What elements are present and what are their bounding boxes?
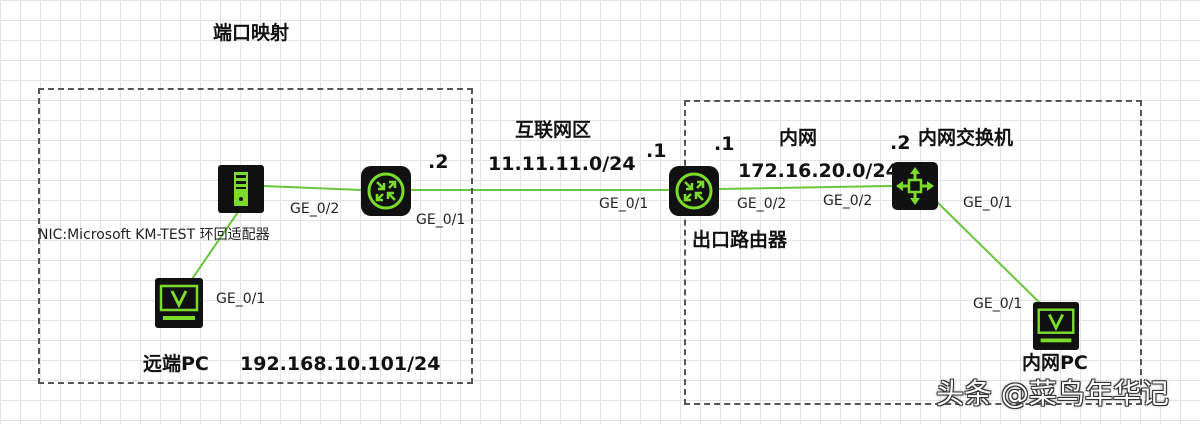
switch-icon <box>892 162 938 210</box>
pc-monitor-icon <box>155 278 203 328</box>
exit-router-ip-suffix-left: .1 <box>646 140 667 162</box>
remote-pc-ip: 192.168.10.101/24 <box>240 353 441 375</box>
remote-pc-port-label: GE_0/1 <box>216 291 266 307</box>
remote-router-node[interactable] <box>361 166 411 220</box>
lan-pc-port-label: GE_0/1 <box>973 296 1023 312</box>
internet-subnet-label: 11.11.11.0/24 <box>488 153 636 175</box>
lan-pc-node[interactable] <box>1032 302 1080 354</box>
lan-switch-label: 内网交换机 <box>918 127 1014 149</box>
remote-zone <box>38 88 473 384</box>
link-switch-lan-pc <box>934 199 1046 309</box>
switch-port-ge01: GE_0/1 <box>963 195 1013 211</box>
exit-router-label: 出口路由器 <box>692 229 788 251</box>
router-icon <box>669 166 719 216</box>
lan-switch-ip-suffix: .2 <box>890 132 911 154</box>
remote-pc-node[interactable] <box>155 278 203 332</box>
link-server-remote-pc <box>189 211 239 283</box>
exit-router-node[interactable] <box>669 166 719 220</box>
server-icon <box>218 165 264 213</box>
lan-zone <box>684 100 1142 405</box>
server-node[interactable] <box>218 165 264 217</box>
remote-router-ip-suffix: .2 <box>428 151 449 173</box>
exit-router-ip-suffix-right: .1 <box>714 133 735 155</box>
diagram-title: 端口映射 <box>213 22 290 44</box>
router-icon <box>361 166 411 216</box>
lan-pc-label: 内网PC <box>1022 352 1088 374</box>
remote-router-port-label: GE_0/1 <box>416 212 466 228</box>
lan-subnet-label: 172.16.20.0/24 <box>738 160 899 182</box>
lan-zone-label: 内网 <box>779 127 818 149</box>
pc-monitor-icon <box>1032 302 1080 350</box>
link-server-router <box>262 185 363 191</box>
lan-switch-node[interactable] <box>892 162 938 214</box>
server-label: NIC:Microsoft KM-TEST 环回适配器 <box>38 227 270 243</box>
exit-router-port-ge01: GE_0/1 <box>599 196 649 212</box>
link-exit-router-switch <box>717 185 894 190</box>
internet-zone-label: 互联网区 <box>515 119 592 141</box>
remote-pc-label: 远端PC <box>143 353 209 375</box>
switch-port-ge02: GE_0/2 <box>823 193 873 209</box>
watermark: 头条 @菜鸟年华记 <box>936 377 1169 410</box>
exit-router-port-ge02: GE_0/2 <box>737 196 787 212</box>
server-port-label: GE_0/2 <box>290 201 340 217</box>
